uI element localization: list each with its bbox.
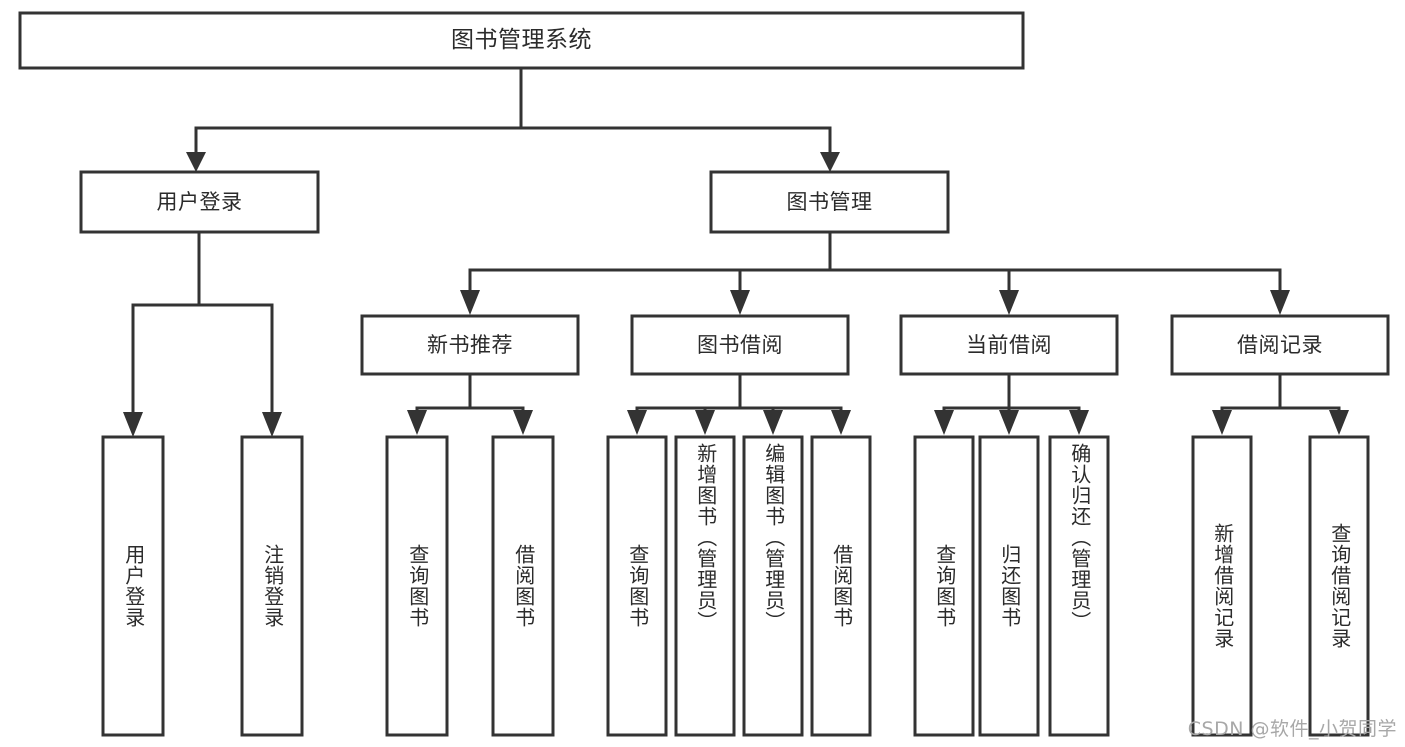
arrowhead-borrow-record — [1270, 290, 1290, 315]
arrowhead-leaf-return-book — [999, 410, 1019, 435]
connector-user-login-to-leaves — [131, 230, 274, 420]
arrowhead-new-book-recommend — [460, 290, 480, 315]
arrowhead-leaf-confirm-return-admin — [1069, 410, 1089, 435]
node-box-book-management[interactable] — [709, 170, 950, 234]
node-box-leaf-query-borrow-record[interactable] — [1308, 435, 1370, 737]
node-box-leaf-confirm-return-admin[interactable] — [1048, 435, 1110, 737]
node-box-leaf-logout-login[interactable] — [240, 435, 304, 737]
node-box-current-borrow[interactable] — [899, 314, 1119, 376]
node-box-leaf-return-book[interactable] — [978, 435, 1040, 737]
node-box-leaf-query-book-1[interactable] — [385, 435, 449, 737]
connector-book-management-to-level2 — [468, 230, 1282, 298]
arrowhead-leaf-edit-book-admin — [763, 410, 783, 435]
arrowhead-leaf-borrow-book-1 — [513, 410, 533, 435]
arrowhead-leaf-add-book-admin — [695, 410, 715, 435]
node-box-leaf-edit-book-admin[interactable] — [742, 435, 804, 737]
arrowhead-leaf-query-book-2 — [627, 410, 647, 435]
node-box-root[interactable] — [18, 11, 1025, 70]
arrowhead-leaf-query-book-3 — [934, 410, 954, 435]
connector-new-book-recommend-to-leaves — [415, 372, 525, 420]
node-box-leaf-query-book-3[interactable] — [913, 435, 975, 737]
node-box-book-borrow[interactable] — [630, 314, 850, 376]
arrowhead-current-borrow — [999, 290, 1019, 315]
connector-borrow-record-to-leaves — [1220, 372, 1341, 420]
node-box-leaf-borrow-book-1[interactable] — [491, 435, 555, 737]
node-box-leaf-user-login[interactable] — [101, 435, 165, 737]
node-box-leaf-borrow-book-2[interactable] — [810, 435, 872, 737]
node-box-leaf-query-book-2[interactable] — [606, 435, 668, 737]
arrowhead-leaf-user-login — [123, 412, 143, 437]
arrowhead-leaf-add-borrow-record — [1212, 410, 1232, 435]
node-box-leaf-add-book-admin[interactable] — [674, 435, 736, 737]
node-box-leaf-add-borrow-record[interactable] — [1191, 435, 1253, 737]
node-box-user-login[interactable] — [79, 170, 320, 234]
arrowhead-user-login — [186, 152, 206, 172]
arrowhead-leaf-query-book-1 — [407, 410, 427, 435]
connector-root-to-level1 — [194, 66, 832, 160]
arrowhead-book-borrow — [730, 290, 750, 315]
arrowhead-leaf-query-borrow-record — [1329, 410, 1349, 435]
node-box-borrow-record[interactable] — [1170, 314, 1390, 376]
arrowhead-leaf-borrow-book-2 — [831, 410, 851, 435]
node-box-new-book-recommend[interactable] — [360, 314, 580, 376]
arrowhead-book-management — [820, 152, 840, 172]
arrowhead-leaf-logout-login — [262, 412, 282, 437]
connector-book-borrow-to-leaves — [635, 372, 843, 420]
